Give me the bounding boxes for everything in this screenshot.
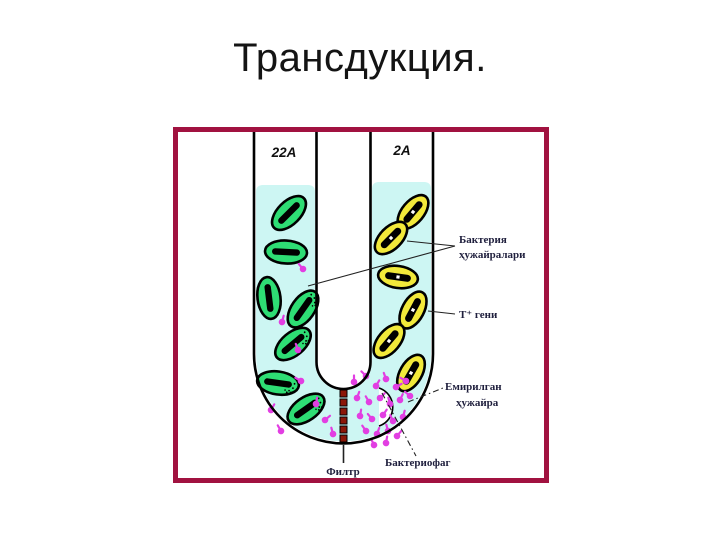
filter-label: Филтр xyxy=(326,466,360,478)
left-arm-label: 22A xyxy=(271,145,297,160)
bacteria-cells-label-line1: Бактерия xyxy=(459,234,507,246)
pointer-lines xyxy=(307,240,456,463)
bacteriophage-label: Бактериофаг xyxy=(385,457,450,469)
diagram-frame: 22A 2A Бактерия ҳужайралари Т⁺ гени Емир… xyxy=(173,127,549,483)
t-gene-label: Т⁺ гени xyxy=(459,309,498,321)
bacteria-cells-label-line2: ҳужайралари xyxy=(459,249,526,261)
lysed-cell-label-line2: ҳужайра xyxy=(456,397,499,409)
donor-bacterium xyxy=(263,238,309,266)
u-tube-diagram: 22A 2A Бактерия ҳужайралари Т⁺ гени Емир… xyxy=(252,132,526,478)
lysed-cell-label-line1: Емирилган xyxy=(445,381,502,393)
slide-title: Трансдукция. xyxy=(233,36,487,80)
right-arm-label: 2A xyxy=(392,143,410,158)
u-tube-walls xyxy=(252,132,435,445)
